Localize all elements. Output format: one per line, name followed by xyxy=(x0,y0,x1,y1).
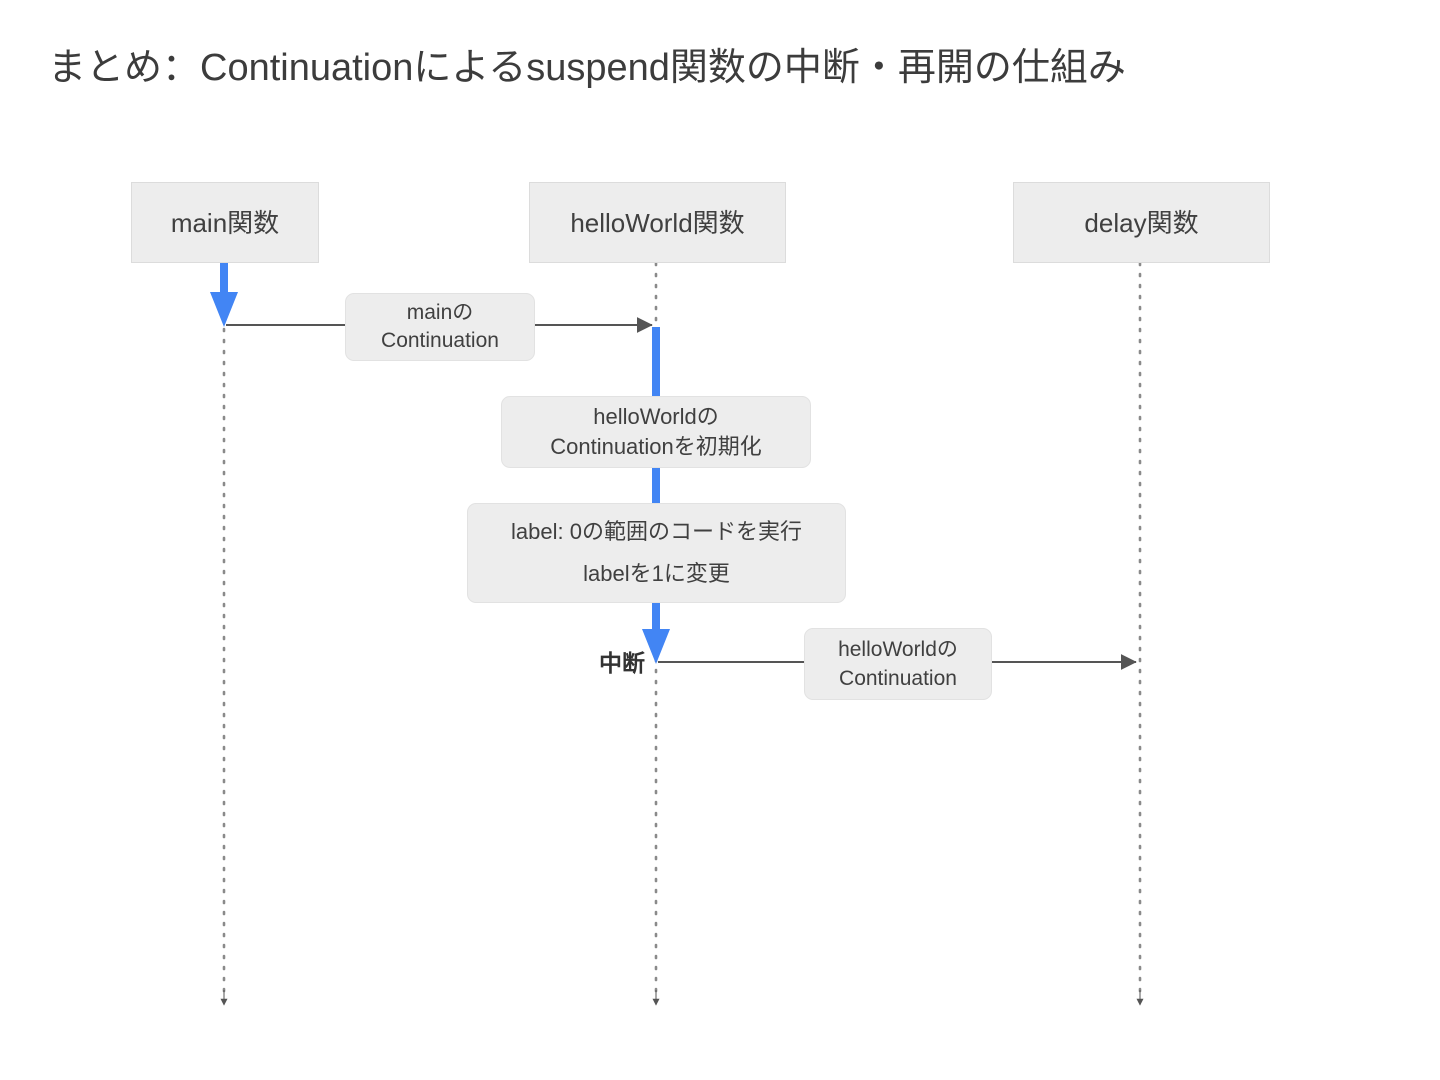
page-title: まとめ：Continuationによるsuspend関数の中断・再開の仕組み xyxy=(48,47,1126,89)
lifelines xyxy=(220,261,1144,1006)
message-label-line: helloWorldの xyxy=(838,638,958,661)
note-line: Continuationを初期化 xyxy=(550,434,762,459)
participant-header-delay[interactable]: delay関数 xyxy=(1013,182,1270,263)
participant-label: delay関数 xyxy=(1084,207,1199,238)
participant-header-helloworld[interactable]: helloWorld関数 xyxy=(529,182,786,263)
message-label-line: Continuation xyxy=(839,667,957,690)
note-label-zero-execution[interactable]: label: 0の範囲のコードを実行 labelを1に変更 xyxy=(467,503,846,603)
participant-header-main[interactable]: main関数 xyxy=(131,182,319,263)
participant-label: helloWorld関数 xyxy=(570,207,745,238)
participant-label: main関数 xyxy=(170,207,280,238)
note-line: label: 0の範囲のコードを実行 xyxy=(511,519,802,544)
activation-helloworld xyxy=(642,327,670,664)
message-label-line: mainの xyxy=(406,301,474,324)
message-label-helloworld-continuation[interactable]: helloWorldの Continuation xyxy=(804,628,992,700)
message-label-line: Continuation xyxy=(381,329,499,352)
suspend-marker-label: 中断 xyxy=(599,650,645,676)
note-line: helloWorldの xyxy=(593,404,719,429)
note-line: labelを1に変更 xyxy=(583,561,730,586)
note-helloworld-continuation-init[interactable]: helloWorldの Continuationを初期化 xyxy=(501,396,811,468)
activation-main xyxy=(210,263,238,327)
message-label-main-continuation[interactable]: mainの Continuation xyxy=(345,293,535,361)
